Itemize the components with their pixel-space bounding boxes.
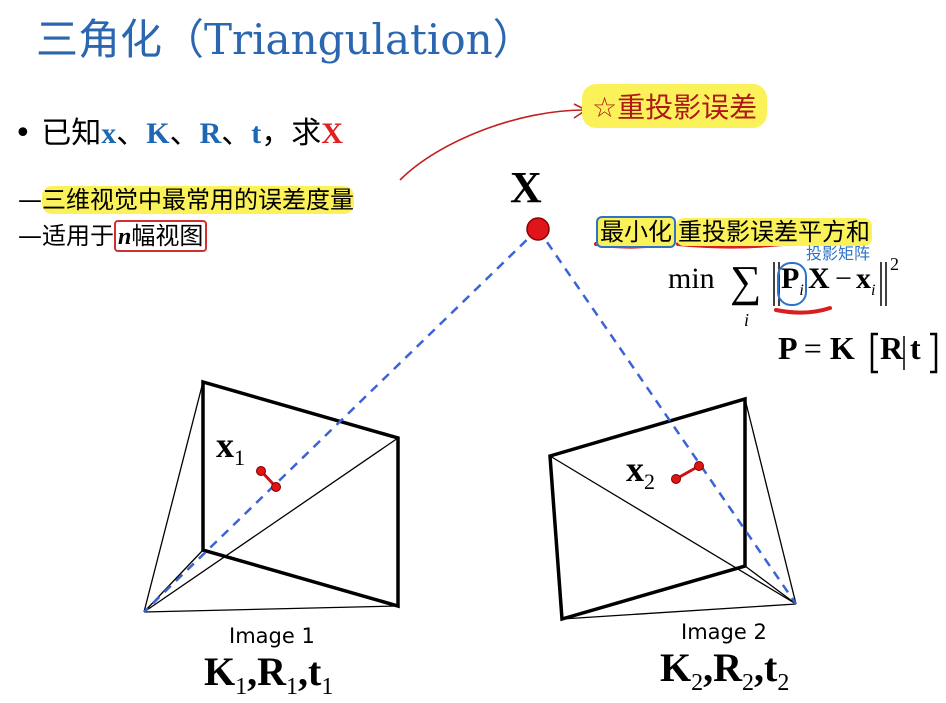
point-X (526, 217, 550, 241)
cam2-R: R (713, 645, 743, 690)
cam2-t-sub: 2 (777, 670, 790, 696)
bracket-right (930, 332, 938, 374)
var-R: R (199, 117, 222, 150)
cam2-R-sub: 2 (742, 670, 755, 696)
point-X-label: X (510, 163, 542, 212)
camera-2-params: K2,R2,t2 (660, 644, 789, 697)
page-title: 三角化（Triangulation） (36, 15, 535, 64)
ray-1 (143, 228, 539, 613)
cam1-K-sub: 1 (235, 674, 248, 700)
cam2-K: K (660, 645, 692, 690)
bracket-left (870, 332, 878, 374)
image-point-2-label: x2 (626, 448, 655, 495)
bullet-marker: • (14, 116, 32, 151)
sep-3: 、 (221, 116, 252, 151)
reprojection-error-stamp: ☆重投影误差 (582, 84, 768, 128)
cam1-R: R (257, 649, 287, 694)
objective-text: 最小化重投影误差平方和 (596, 212, 872, 248)
formula-min: min (668, 262, 715, 295)
cam2-comma-2: , (754, 645, 765, 690)
cam1-t-sub: 1 (321, 674, 334, 700)
cam1-R-sub: 1 (286, 674, 299, 700)
bullet-known-solve: • 已知x、K、R、t，求X (14, 108, 343, 152)
norm-bars-right (880, 262, 887, 306)
image-point-1-letter: x (216, 425, 234, 465)
cam1-K: K (204, 649, 236, 694)
image-point-2-sub: 2 (644, 469, 655, 495)
image-point-2-letter: x (626, 449, 644, 489)
sep-1: 、 (116, 116, 147, 151)
objective-error: 重投影误差平方和 (676, 218, 872, 246)
var-n: n (118, 224, 132, 250)
cam1-comma-1: , (247, 649, 258, 694)
formula-x: xi (856, 262, 875, 300)
formula-index: i (744, 310, 750, 330)
reprojection-error-1 (256, 466, 281, 492)
image-plane-2 (548, 396, 747, 622)
formula-P-circle (777, 262, 807, 306)
camera2-frustum (548, 396, 797, 622)
dash-1: — (18, 186, 42, 214)
underline-PX (774, 306, 832, 315)
cam2-t: t (764, 645, 778, 690)
formula-x-sub: i (871, 282, 876, 299)
objective-minimize: 最小化 (596, 216, 676, 248)
var-X: X (321, 117, 343, 150)
formula-sum: ∑ (730, 257, 762, 306)
image-plane-1 (201, 379, 400, 609)
cam1-t: t (308, 649, 322, 694)
image-2-label: Image 2 (681, 620, 767, 644)
image-1-label: Image 1 (229, 624, 315, 648)
subpoint-1-text: 三维视觉中最常用的误差度量 (42, 186, 354, 214)
proj-eq-K: K (829, 330, 855, 366)
sep-2: 、 (169, 116, 200, 151)
formula-x-letter: x (856, 262, 871, 295)
formula-power: 2 (890, 254, 899, 274)
formula-P-sub: i (799, 282, 804, 299)
image-point-1-label: x1 (216, 424, 245, 471)
cam2-K-sub: 2 (691, 670, 704, 696)
var-x: x (101, 117, 117, 150)
proj-eq-t: t (910, 330, 921, 366)
image-point-1-sub: 1 (234, 445, 245, 471)
bullet-ask: ，求 (261, 116, 322, 151)
dash-2: — (18, 222, 42, 250)
subpoint-2-prefix: 适用于 (42, 222, 114, 250)
ray-2 (536, 228, 798, 605)
cam1-comma-2: , (298, 649, 309, 694)
proj-eq-equals: = (803, 330, 822, 366)
annotation-arrow (399, 109, 585, 181)
subpoint-1: —三维视觉中最常用的误差度量 (18, 180, 354, 215)
proj-eq-P: P (778, 330, 796, 366)
camera-1-params: K1,R1,t1 (204, 648, 333, 701)
subpoint-2-n-views: n幅视图 (114, 220, 208, 252)
cam2-comma-1: , (703, 645, 714, 690)
subpoint-2-suffix: 幅视图 (131, 222, 204, 250)
proj-eq-R: R (880, 330, 904, 366)
projection-matrix-note: 投影矩阵 (806, 244, 871, 263)
camera1-frustum (143, 379, 400, 613)
proj-eq-lhs: P = K (778, 330, 855, 367)
var-t: t (251, 117, 262, 150)
bullet-prefix: 已知 (41, 116, 102, 151)
reprojection-error-2 (671, 461, 704, 484)
var-K: K (146, 117, 170, 150)
formula-X: X (808, 262, 830, 295)
formula-minus: − (835, 262, 852, 295)
